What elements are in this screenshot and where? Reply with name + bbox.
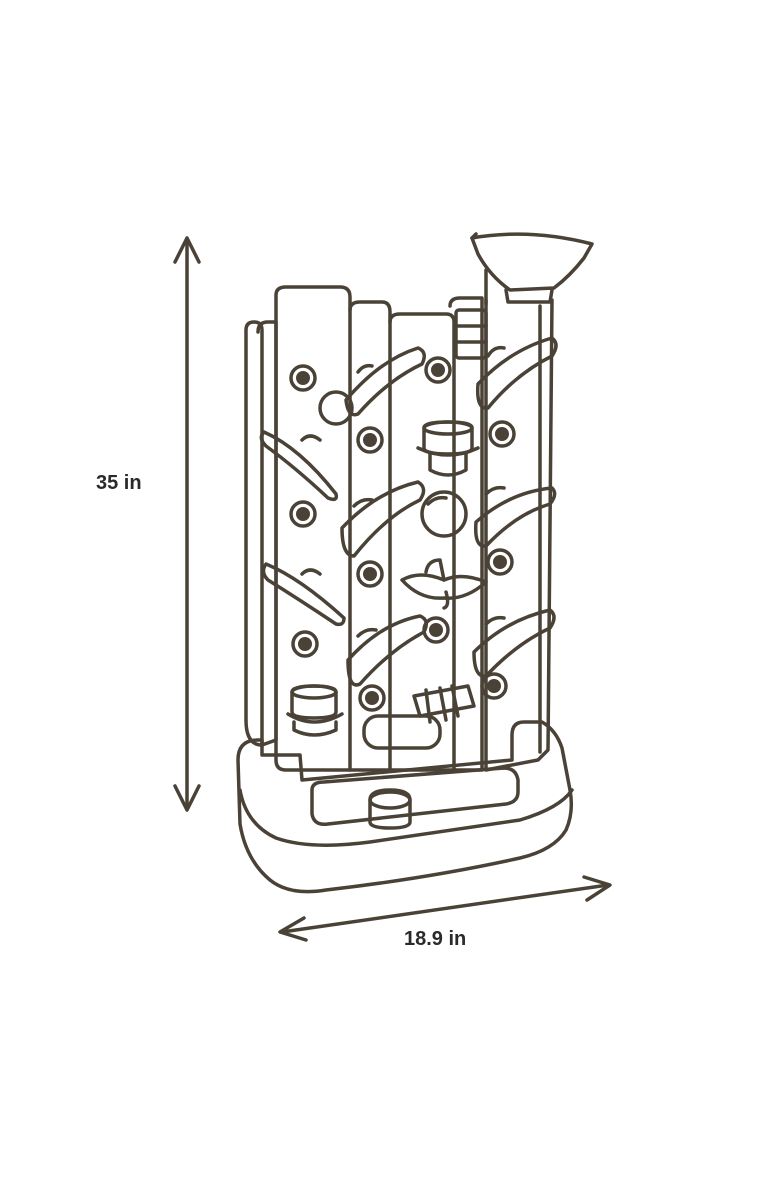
spinner-icon	[362, 684, 476, 750]
chutes	[259, 336, 558, 687]
height-arrow-icon	[173, 236, 201, 812]
tower-panels	[244, 285, 554, 772]
balls	[318, 390, 468, 538]
funnel-icon	[454, 232, 594, 360]
peg-holes	[289, 356, 516, 712]
cups	[286, 420, 480, 737]
height-dimension-label: 35 in	[96, 472, 142, 494]
paddle-wheel-icon	[400, 558, 488, 610]
base-tray	[236, 720, 574, 894]
width-dimension-label: 18.9 in	[404, 928, 467, 950]
width-arrow-icon	[278, 875, 612, 942]
